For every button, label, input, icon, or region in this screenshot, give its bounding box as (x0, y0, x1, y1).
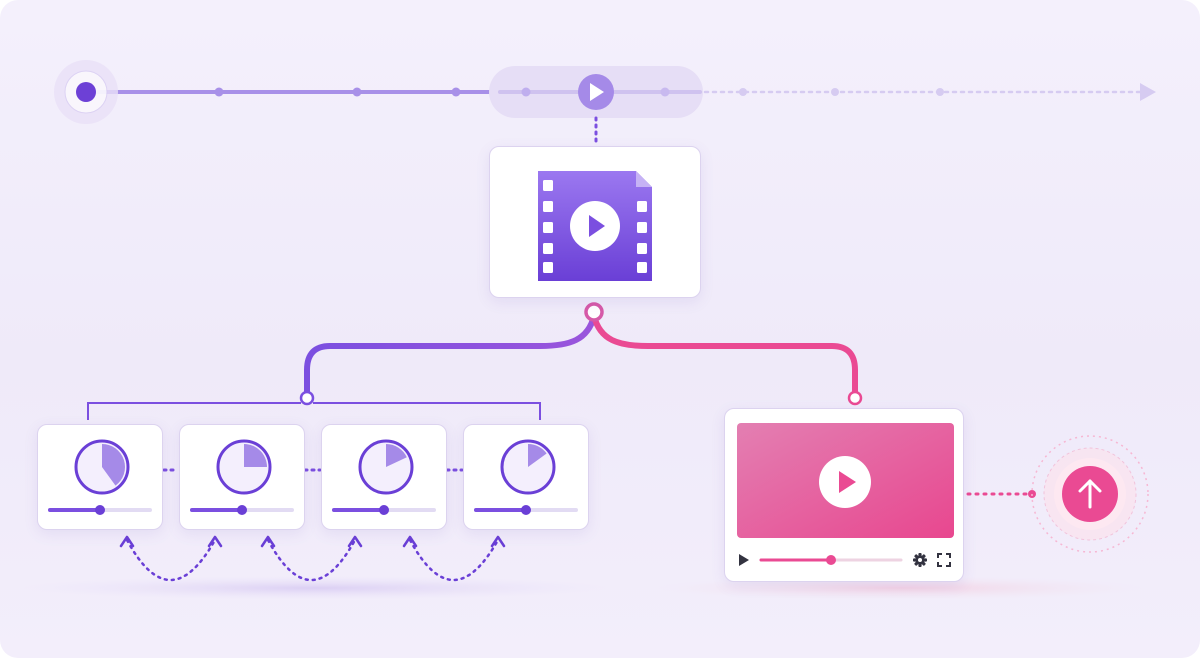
video-player-graphics (737, 423, 954, 567)
play-icon[interactable] (819, 456, 871, 508)
segment-loop-arrows (125, 538, 500, 582)
play-icon (570, 201, 620, 251)
loop-arrowheads (119, 535, 506, 548)
player-progress-knob[interactable] (826, 555, 836, 565)
timeline-tick[interactable] (352, 87, 362, 97)
upload-button[interactable] (1031, 435, 1149, 553)
segment-progress-wedge (528, 444, 547, 467)
segment-card[interactable] (179, 424, 305, 530)
segment-progress-wedge (102, 444, 126, 486)
segment-card[interactable] (463, 424, 589, 530)
segments-bracket (87, 402, 541, 420)
segment-card-graphics (48, 439, 152, 515)
timeline-tick[interactable] (214, 87, 224, 97)
video-file-icon (538, 171, 652, 281)
segment-card[interactable] (321, 424, 447, 530)
timeline-tick[interactable] (739, 88, 747, 96)
timeline-tick[interactable] (831, 88, 839, 96)
timeline-tick[interactable] (521, 87, 531, 97)
segment-progress-wedge (386, 444, 407, 467)
branch-split-node (584, 302, 604, 322)
segment-card-graphics (190, 439, 294, 515)
timeline-tick[interactable] (451, 87, 461, 97)
branch-pink (591, 313, 858, 401)
segment-card-graphics (474, 439, 578, 515)
segments-ground-shadow (15, 576, 615, 600)
split-branches (87, 302, 863, 420)
player-ground-shadow (650, 576, 1150, 600)
segment-card-graphics (332, 439, 436, 515)
segment-slider-knob[interactable] (521, 505, 531, 515)
segment-slider-knob[interactable] (379, 505, 389, 515)
segment-card[interactable] (37, 424, 163, 530)
video-player-card[interactable] (724, 408, 964, 582)
branch-pink-end-node (847, 390, 863, 406)
start-node-icon[interactable] (54, 60, 118, 124)
arrow-right-icon (1140, 83, 1156, 101)
segment-slider-knob[interactable] (95, 505, 105, 515)
settings-icon[interactable] (913, 553, 927, 567)
fullscreen-icon[interactable] (937, 553, 951, 567)
playhead-icon[interactable] (578, 74, 614, 110)
timeline-tick[interactable] (660, 87, 670, 97)
branch-purple-end-node (299, 390, 315, 406)
play-icon[interactable] (739, 554, 749, 566)
segment-progress-wedge (244, 444, 267, 467)
segment-slider-knob[interactable] (237, 505, 247, 515)
timeline-tick[interactable] (936, 88, 944, 96)
upload-arrow-icon (1078, 479, 1102, 509)
timeline (54, 60, 1156, 148)
branch-purple (304, 313, 597, 401)
video-file-card[interactable] (489, 146, 701, 298)
